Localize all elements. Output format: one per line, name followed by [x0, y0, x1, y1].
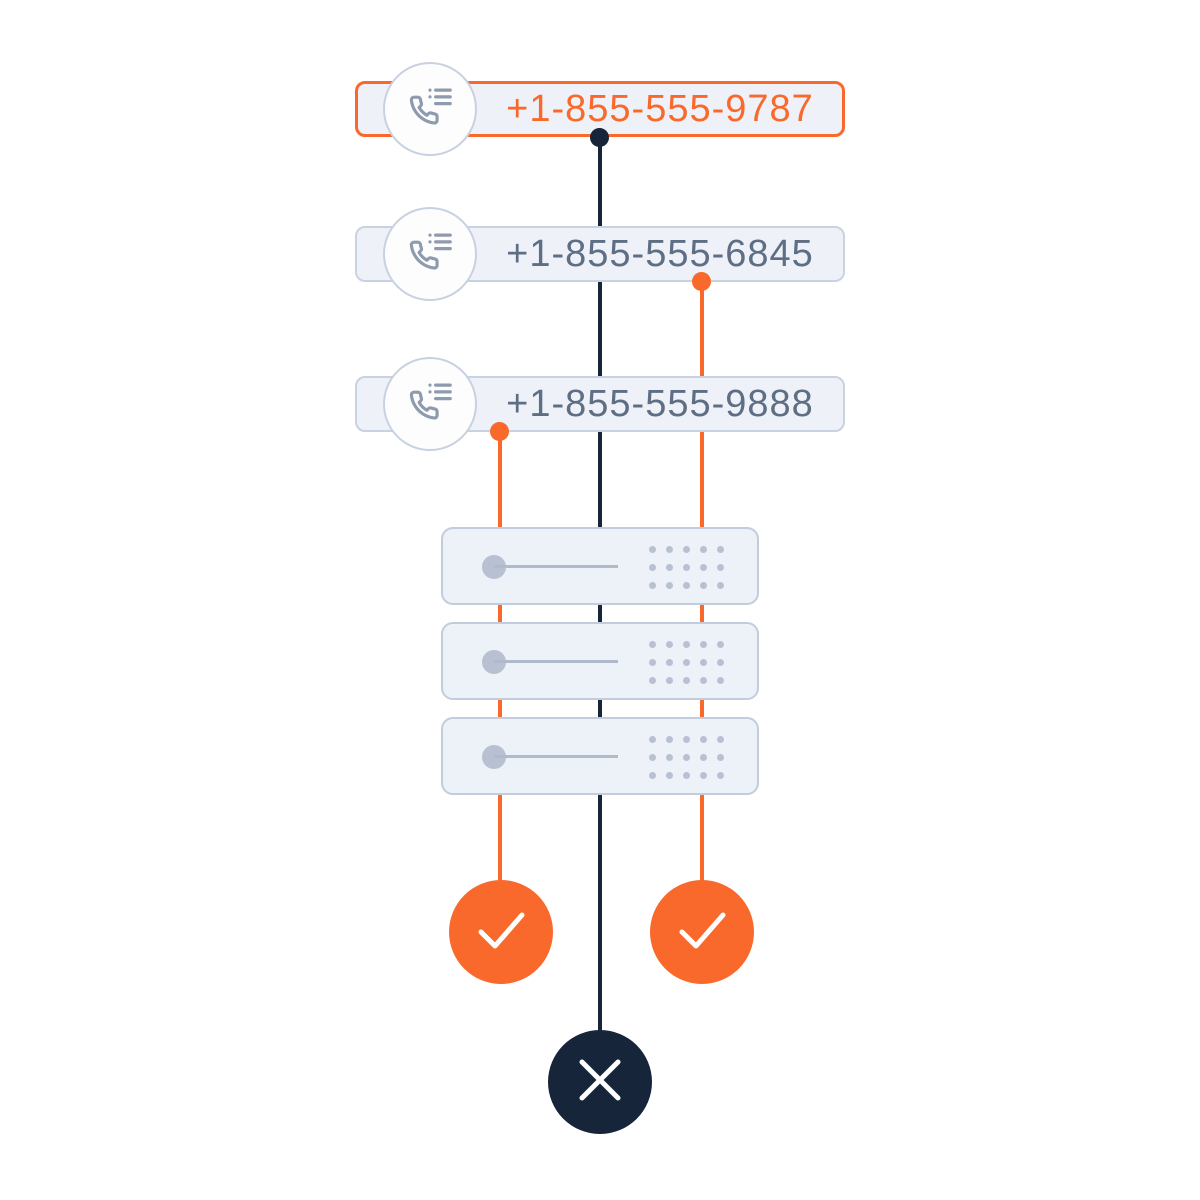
filter-server-box-2	[441, 622, 759, 700]
phone-badge-2	[383, 207, 477, 301]
phone-badge-3	[383, 357, 477, 451]
connector-dot-rejected	[590, 128, 609, 147]
connector-dot-accepted-2	[490, 422, 509, 441]
slider-track	[494, 660, 618, 663]
slider-track	[494, 755, 618, 758]
connector-dot-accepted-1	[692, 272, 711, 291]
x-icon	[548, 1028, 652, 1137]
phone-call-list-icon	[403, 80, 457, 139]
phone-call-list-icon	[403, 225, 457, 284]
phone-call-list-icon	[403, 375, 457, 434]
phone-number-text: +1-855-555-9787	[506, 87, 814, 130]
checkmark-icon	[650, 878, 754, 987]
accepted-result-circle-2	[650, 880, 754, 984]
slider-track	[494, 565, 618, 568]
server-dot-grid	[649, 641, 724, 684]
filter-server-box-3	[441, 717, 759, 795]
checkmark-icon	[449, 878, 553, 987]
accepted-result-circle-1	[449, 880, 553, 984]
phone-number-text: +1-855-555-6845	[506, 232, 814, 275]
filter-server-box-1	[441, 527, 759, 605]
phone-badge-1	[383, 62, 477, 156]
rejected-result-circle	[548, 1030, 652, 1134]
server-dot-grid	[649, 736, 724, 779]
server-dot-grid	[649, 546, 724, 589]
phone-number-text: +1-855-555-9888	[506, 382, 814, 425]
